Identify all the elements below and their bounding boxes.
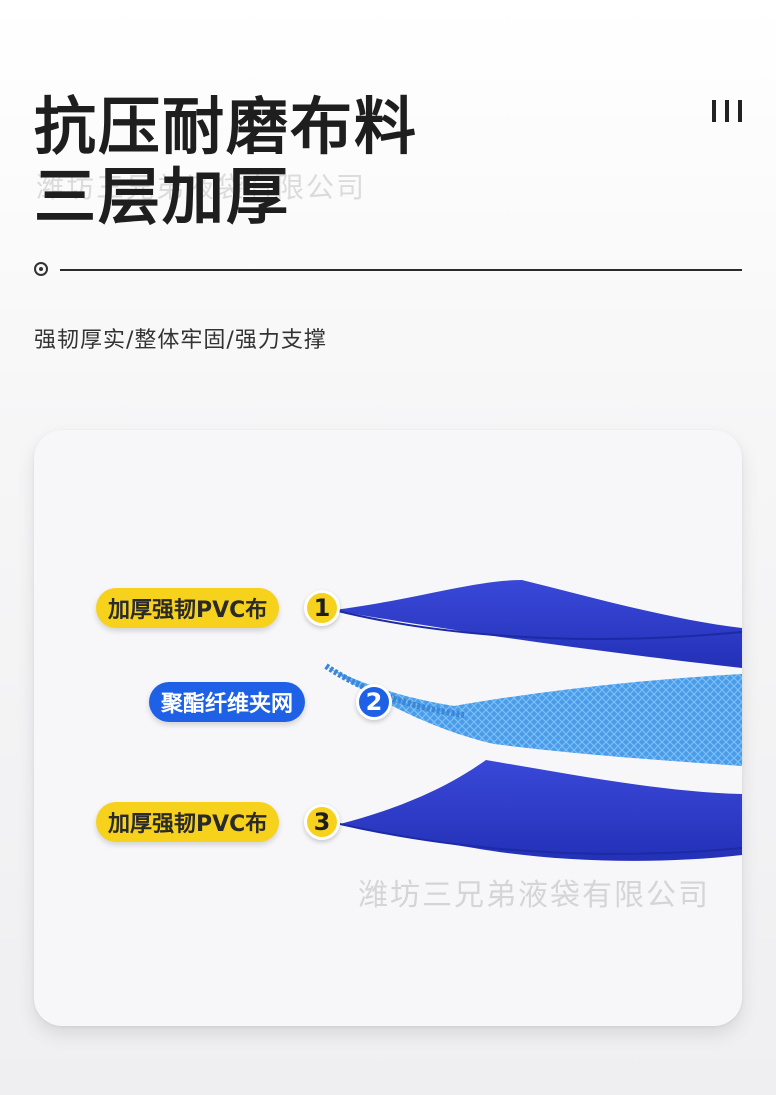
three-bars-icon	[712, 100, 742, 122]
headline-line-2: 三层加厚	[34, 160, 291, 233]
layer-1-label: 加厚强韧PVC布	[96, 588, 280, 628]
layer-2-mesh-sheet	[326, 666, 742, 766]
layer-2-number-badge: 2	[356, 684, 392, 720]
layer-1-pvc-sheet	[334, 580, 742, 668]
layer-3-pvc-sheet	[340, 760, 742, 861]
company-watermark-bottom: 潍坊三兄弟液袋有限公司	[358, 878, 710, 913]
section-divider	[34, 262, 742, 280]
target-circle-icon	[34, 262, 48, 276]
layers-card: 加厚强韧PVC布 1 聚酯纤维夹网 2 加厚强韧PVC布 3 潍坊三兄弟液袋有限…	[34, 430, 742, 1026]
headline-line-1: 抗压耐磨布料	[34, 90, 419, 163]
layer-3-label: 加厚强韧PVC布	[96, 802, 280, 842]
fabric-layers-illustration	[324, 580, 742, 861]
divider-line	[60, 269, 742, 271]
feature-subtitle: 强韧厚实/整体牢固/强力支撑	[34, 328, 327, 353]
company-watermark-top: 潍坊三兄弟液袋有限公司	[36, 171, 367, 204]
layer-1-number-badge: 1	[304, 590, 340, 626]
layer-3-number-badge: 3	[304, 804, 340, 840]
layer-2-label: 聚酯纤维夹网	[149, 682, 306, 722]
